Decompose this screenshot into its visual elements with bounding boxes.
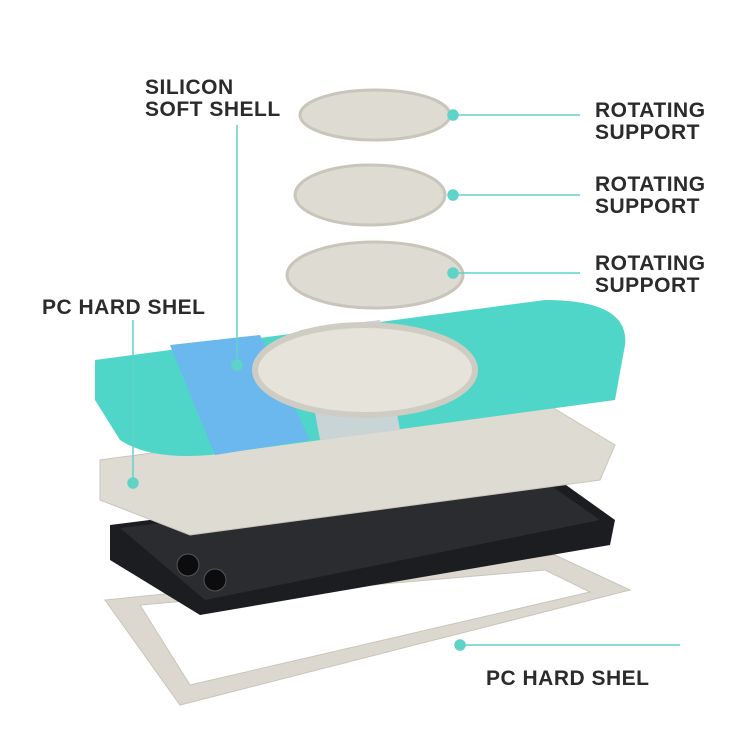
rotating-support-disk-2 xyxy=(293,163,447,227)
label-pc-hard-shel-bottom: PC HARD SHEL xyxy=(486,667,650,690)
camera-lens xyxy=(203,568,227,592)
label-silicon-soft-shell: SILICON SOFT SHELL xyxy=(145,77,281,121)
camera-lens xyxy=(176,553,200,577)
label-line: ROTATING xyxy=(595,99,706,122)
label-line: SUPPORT xyxy=(595,121,701,144)
label-rotating-support-1: ROTATING SUPPORT xyxy=(595,100,706,144)
label-pc-hard-shel-top: PC HARD SHEL xyxy=(42,296,206,319)
soft-shell-ring-hole xyxy=(252,322,478,418)
label-line: SUPPORT xyxy=(595,274,701,297)
phone-glass xyxy=(120,478,600,600)
label-rotating-support-3: ROTATING SUPPORT xyxy=(595,253,706,297)
rotating-support-disk-1 xyxy=(298,88,452,142)
label-rotating-support-2: ROTATING SUPPORT xyxy=(595,174,706,218)
label-line: ROTATING xyxy=(595,252,706,275)
label-line: SUPPORT xyxy=(595,195,701,218)
label-line: SILICON xyxy=(145,76,234,99)
label-line: SOFT SHELL xyxy=(145,98,281,121)
soft-shell-blue-band xyxy=(170,335,310,455)
rotating-support-disk-3 xyxy=(285,240,465,310)
label-line: ROTATING xyxy=(595,173,706,196)
